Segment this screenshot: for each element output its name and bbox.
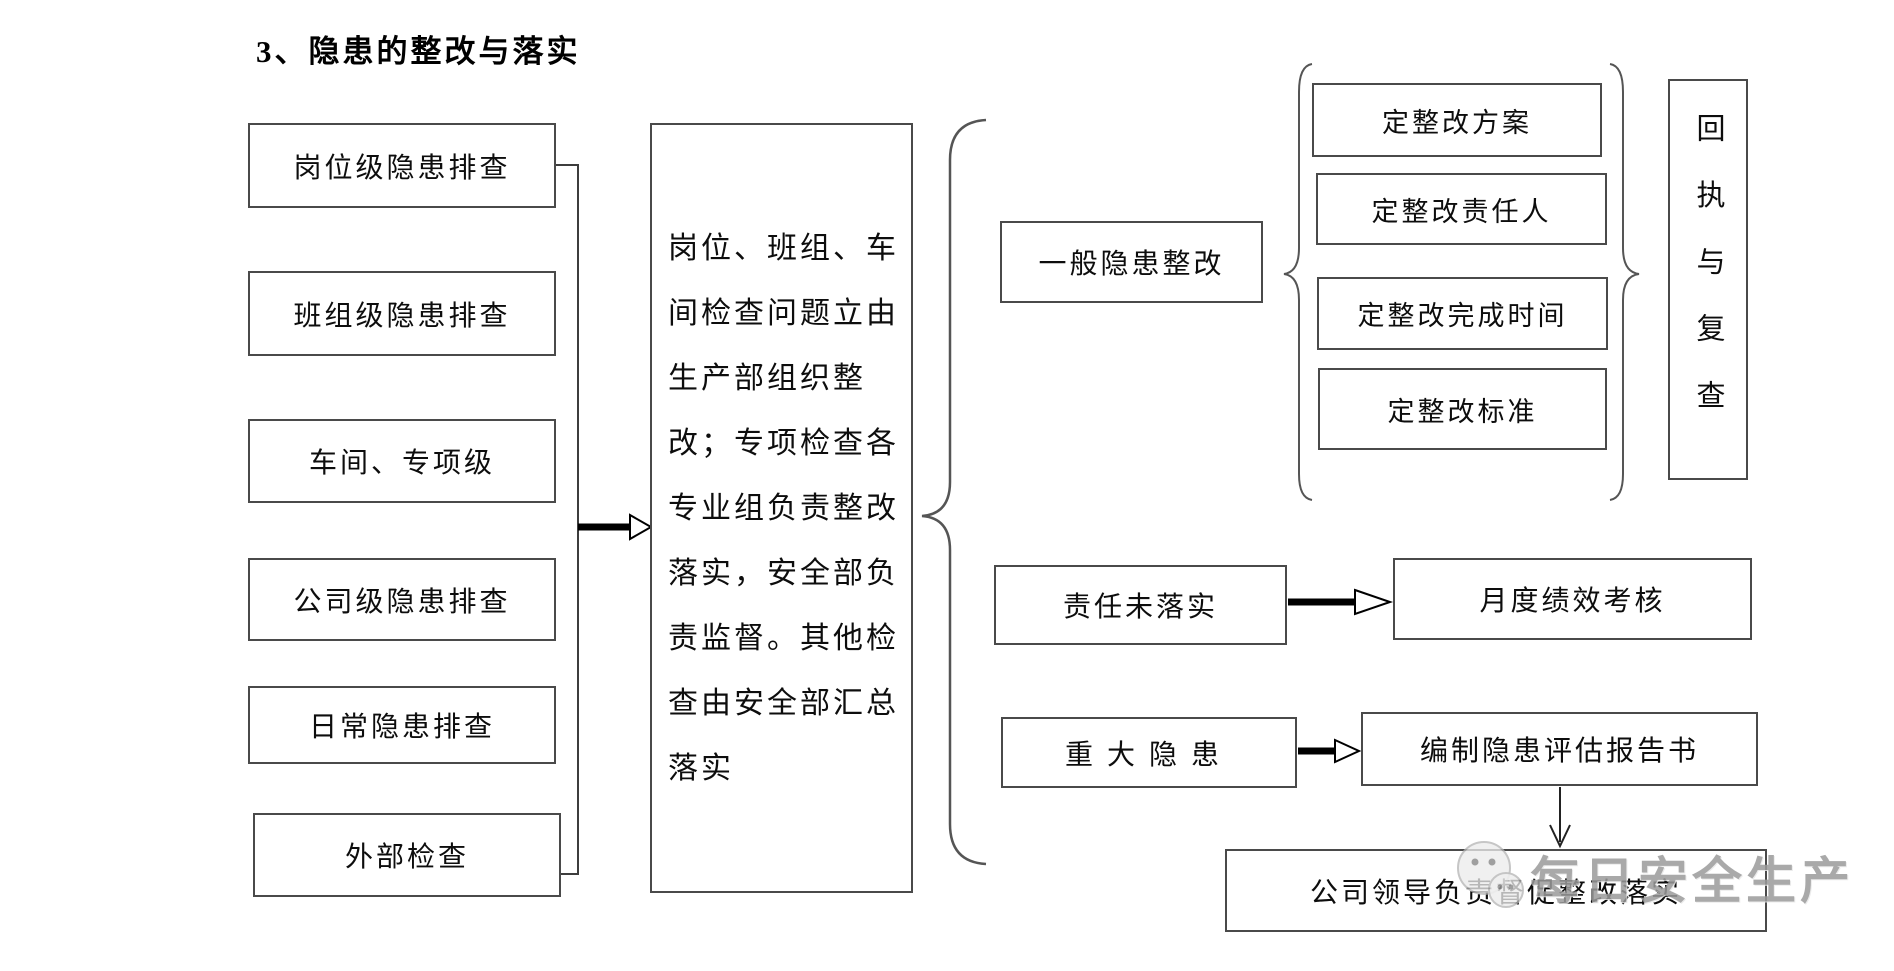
flow-box-receipt-recheck: 回执与复查 bbox=[1668, 79, 1748, 480]
process-line: 岗位、班组、车 bbox=[668, 231, 899, 265]
flow-box-label: 公司级隐患排查 bbox=[293, 586, 511, 618]
process-line: 间检查问题立由 bbox=[668, 296, 899, 330]
flow-box-measure-responsible: 定整改责任人 bbox=[1316, 173, 1607, 245]
flow-box-major-hazard: 重大隐患 bbox=[1001, 717, 1297, 788]
process-line: 专业组负责整改 bbox=[668, 491, 899, 525]
flow-box-external-check: 外部检查 bbox=[253, 813, 561, 897]
big-brace bbox=[921, 118, 987, 866]
arrow-major-head bbox=[1334, 738, 1362, 764]
flow-box-process-description: 岗位、班组、车 间检查问题立由 生产部组织整 改；专项检查各 专业组负责整改 落… bbox=[650, 123, 913, 893]
flow-box-assessment-report: 编制隐患评估报告书 bbox=[1361, 712, 1758, 786]
flow-box-general-hazard: 一般隐患整改 bbox=[1000, 221, 1263, 303]
flow-box-label: 重大隐患 bbox=[1064, 739, 1233, 771]
wechat-icon bbox=[1457, 841, 1524, 908]
flow-box-label: 回执与复查 bbox=[1692, 112, 1724, 447]
flow-box-workshop-level: 车间、专项级 bbox=[248, 419, 556, 503]
process-line: 改；专项检查各 bbox=[668, 426, 899, 460]
flow-box-measure-plan: 定整改方案 bbox=[1312, 83, 1602, 157]
flow-box-label: 车间、专项级 bbox=[308, 448, 495, 479]
flow-box-label: 定整改方案 bbox=[1382, 107, 1532, 138]
flow-box-label: 外部检查 bbox=[344, 842, 469, 873]
process-line: 生产部组织整 bbox=[668, 361, 866, 395]
arrow-responsibility-head bbox=[1354, 588, 1394, 616]
flow-box-label: 月度绩效考核 bbox=[1479, 586, 1666, 617]
arrow-main-head bbox=[629, 513, 654, 541]
flow-box-label: 编制隐患评估报告书 bbox=[1419, 736, 1699, 767]
flow-box-measure-standard: 定整改标准 bbox=[1318, 368, 1607, 450]
flow-box-label: 班组级隐患排查 bbox=[293, 300, 511, 332]
measures-right-brace bbox=[1609, 63, 1640, 501]
flow-box-label: 岗位级隐患排查 bbox=[293, 152, 511, 184]
flow-box-label: 一般隐患整改 bbox=[1038, 249, 1225, 280]
process-line: 落实，安全部负 bbox=[668, 556, 899, 590]
flow-box-monthly-assessment: 月度绩效考核 bbox=[1393, 558, 1752, 640]
flow-box-label: 日常隐患排查 bbox=[308, 712, 495, 743]
flow-box-team-level: 班组级隐患排查 bbox=[248, 271, 556, 356]
process-line: 落实 bbox=[668, 751, 734, 785]
flow-box-daily-check: 日常隐患排查 bbox=[248, 686, 556, 764]
flow-box-responsibility-unfulfilled: 责任未落实 bbox=[994, 565, 1287, 645]
measures-left-brace bbox=[1283, 63, 1313, 501]
watermark-text: 每日安全生产 bbox=[1530, 853, 1854, 909]
page-title: 3、隐患的整改与落实 bbox=[256, 34, 581, 69]
flow-box-label: 定整改完成时间 bbox=[1357, 301, 1568, 331]
flow-box-post-level: 岗位级隐患排查 bbox=[248, 123, 556, 208]
flow-box-label: 定整改责任人 bbox=[1371, 196, 1552, 227]
flow-box-label: 定整改标准 bbox=[1387, 396, 1538, 427]
flow-box-measure-deadline: 定整改完成时间 bbox=[1317, 277, 1608, 350]
process-line: 责监督。其他检 bbox=[668, 621, 899, 655]
watermark: 每日安全生产 bbox=[1452, 838, 1854, 916]
flow-box-company-level: 公司级隐患排查 bbox=[248, 558, 556, 641]
left-bracket-line bbox=[556, 164, 579, 875]
process-line: 查由安全部汇总 bbox=[668, 686, 899, 720]
flow-box-label: 责任未落实 bbox=[1062, 592, 1218, 623]
